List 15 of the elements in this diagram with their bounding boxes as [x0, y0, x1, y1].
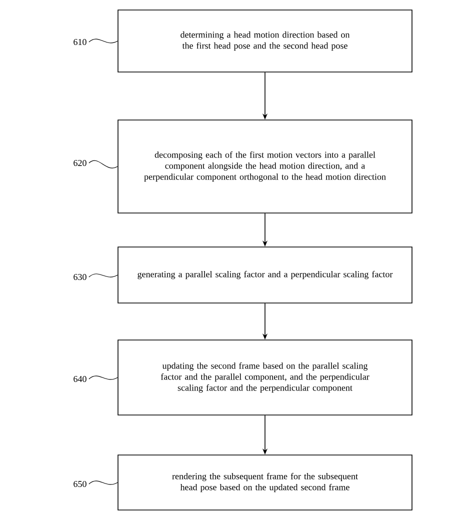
process-box: generating a parallel scaling factor and a perpendicular scaling factor: [118, 246, 412, 304]
process-box: rendering the subsequent frame for the subsequent head pose based on the updated second frame: [118, 454, 412, 510]
step-number: 630: [74, 274, 86, 280]
leader-line: [88, 274, 118, 278]
leader-line: [88, 376, 118, 380]
step-number: 640: [74, 376, 86, 382]
process-box: determining a head motion direction based on the first head pose and the second head pose: [118, 10, 412, 72]
leader-line: [88, 38, 118, 44]
step-number: 620: [74, 160, 86, 166]
step-number: 650: [74, 480, 86, 488]
leader-line: [88, 480, 118, 485]
process-box: updating the second frame based on the parallel scaling factor and the parallel component, and the perpendicular scaling factor and the perpendicular component: [118, 340, 412, 416]
leader-line: [88, 160, 118, 168]
process-box: decomposing each of the first motion vectors into a parallel component alongside the head motion direction, and a perpendicular component orthogonal to the head motion direction: [118, 120, 412, 214]
step-number: 610: [74, 38, 86, 46]
